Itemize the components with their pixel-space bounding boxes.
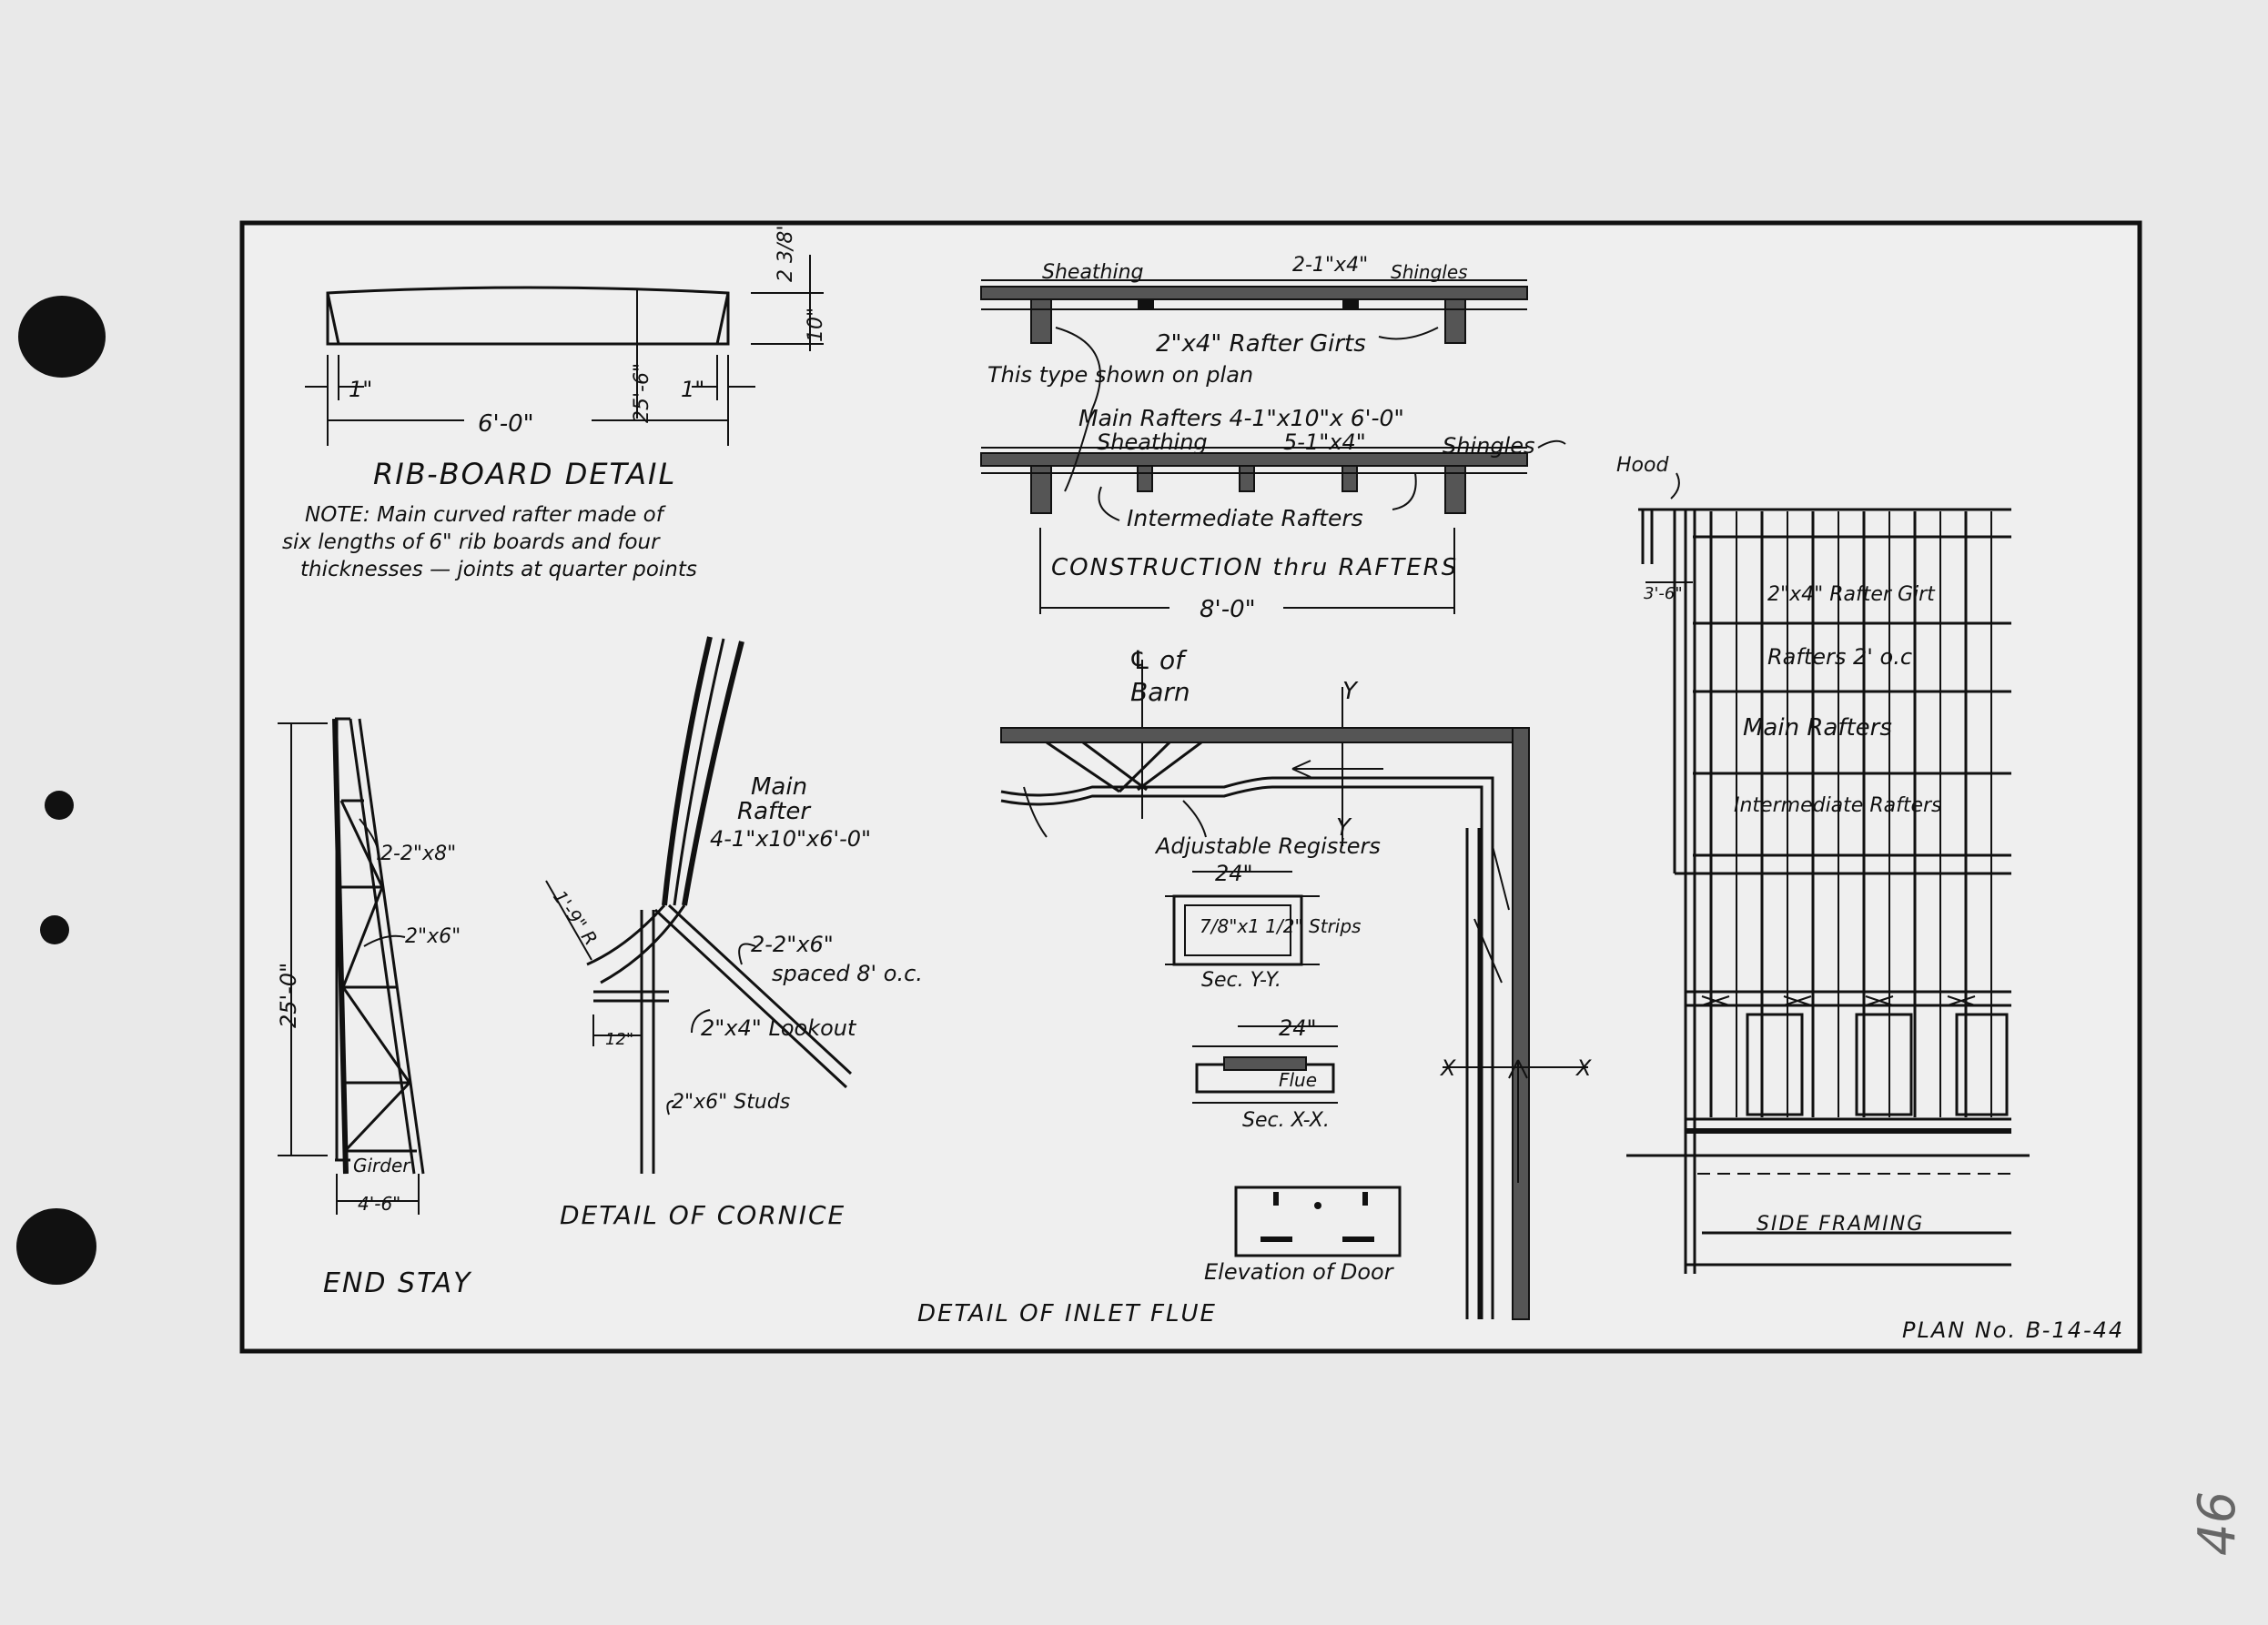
binder-hole-top [18, 296, 106, 378]
side-framing-hood: Hood [1616, 454, 1669, 477]
cornice-lookout: 2"x4" Lookout [701, 1015, 857, 1041]
end-stay-label-mid: 2"x6" [405, 925, 461, 948]
cornice-braces: 2-2"x6" [751, 932, 834, 957]
inlet-flue-flue: Flue [1279, 1069, 1317, 1091]
side-framing-offset: 3'-6" [1644, 584, 1683, 603]
cornice-offset: 12" [605, 1030, 633, 1049]
inlet-flue-centerline-2: Barn [1130, 677, 1190, 707]
rafters-type-note: This type shown on plan [987, 362, 1253, 388]
end-stay-title: END STAY [323, 1267, 472, 1299]
cornice-main-rafter: Main [751, 773, 807, 801]
binder-hole-mark-1 [45, 791, 74, 820]
cornice-main-rafter-size: 4-1"x10"x6'-0" [710, 826, 871, 852]
inlet-flue-title: DETAIL OF INLET FLUE [917, 1300, 1217, 1327]
side-framing-rafters [1709, 511, 1992, 1117]
inlet-flue-sec-mark-y: Y [1342, 678, 1359, 705]
end-stay-detail: 2-2"x8" 2"x6" Girder 25'-0" 4'-6" END ST… [276, 717, 472, 1299]
rib-board-dim-radius: 25'-6" [631, 363, 653, 423]
rib-board-detail: 6'-0" 25'-6" 1" 1" 10" 2 3/8" RIB-BOARD … [282, 221, 827, 581]
rafters-section: Sheathing 2-1"x4" Shingles 2"x4" Rafter … [980, 254, 1566, 623]
cornice-detail: Main Rafter 4-1"x10"x6'-0" 1'-9" R 2-2"x… [545, 636, 923, 1230]
end-stay-label-girder: Girder [353, 1155, 411, 1176]
rib-board-note-line-1: NOTE: Main curved rafter made of [305, 503, 666, 527]
rib-board-note-line-3: thicknesses — joints at quarter points [300, 558, 697, 581]
plan-number: PLAN No. B-14-44 [1902, 1317, 2124, 1343]
inlet-flue-strips: 7/8"x1 1/2" Strips [1200, 915, 1361, 937]
side-framing-main: Main Rafters [1743, 714, 1892, 742]
rib-board-dim-length: 6'-0" [478, 410, 534, 438]
inlet-flue-sec-xx: Sec. X-X. [1242, 1109, 1330, 1132]
end-stay-dim-width: 4'-6" [358, 1193, 400, 1215]
rafters-girts: 2"x4" Rafter Girts [1156, 330, 1366, 358]
rafters-top-shingles: Shingles [1391, 261, 1468, 283]
end-stay-label-top: 2-2"x8" [380, 843, 456, 865]
cornice-title: DETAIL OF CORNICE [560, 1200, 845, 1230]
rib-board-dim-right-end: 1" [681, 377, 704, 402]
binder-hole-bottom [16, 1208, 96, 1285]
rib-board-dim-rise: 2 3/8" [775, 221, 797, 282]
rafters-title: CONSTRUCTION thru RAFTERS [1051, 554, 1458, 581]
rib-board-title: RIB-BOARD DETAIL [373, 457, 676, 491]
rafters-bot-boards: 5-1"x4" [1283, 429, 1366, 455]
rafters-bot-sheathing: Sheathing [1097, 429, 1208, 455]
cornice-main-rafter-2: Rafter [737, 798, 812, 825]
rafters-intermediate: Intermediate Rafters [1127, 505, 1363, 531]
side-framing-title: SIDE FRAMING [1757, 1213, 1924, 1236]
cornice-studs: 2"x6" Studs [672, 1091, 790, 1114]
cornice-spacing: spaced 8' o.c. [772, 961, 923, 986]
inlet-flue-sec-mark-x2: X [1574, 1055, 1592, 1081]
rafters-bot-shingles: Shingles [1443, 433, 1535, 459]
inlet-flue-sec-yy-width: 24" [1215, 861, 1253, 886]
side-framing-girt: 2"x4" Rafter Girt [1767, 583, 1936, 606]
page-number: 46 [2188, 1491, 2247, 1556]
rafters-top-sheathing: Sheathing [1042, 261, 1144, 284]
rib-board-note-line-2: six lengths of 6" rib boards and four [282, 530, 661, 554]
inlet-flue-centerline: ℄ of [1129, 645, 1188, 675]
end-stay-dim-height: 25'-0" [276, 963, 301, 1028]
rib-board-dim-height: 10" [805, 308, 827, 342]
binder-holes [16, 296, 106, 1285]
rafters-main: Main Rafters 4-1"x10"x 6'-0" [1078, 405, 1404, 431]
inlet-flue-door: Elevation of Door [1204, 1259, 1395, 1285]
inlet-flue-sec-mark-y2: Y [1336, 814, 1352, 842]
rafters-top-boards: 2-1"x4" [1292, 254, 1368, 277]
rafters-dim-width: 8'-0" [1200, 596, 1256, 623]
side-framing-intermediate: Intermediate Rafters [1734, 794, 1942, 817]
inlet-flue-sec-xx-width: 24" [1279, 1015, 1317, 1041]
binder-hole-mark-2 [40, 915, 69, 944]
rib-board-dim-left-end: 1" [349, 377, 372, 402]
inlet-flue-registers: Adjustable Registers [1154, 833, 1381, 859]
inlet-flue-sec-yy: Sec. Y-Y. [1201, 969, 1281, 992]
inlet-flue-sec-mark-x: X [1439, 1055, 1456, 1081]
side-framing: Hood 3'-6" 2"x4" Rafter Girt Rafters 2' … [1616, 454, 2030, 1274]
side-framing-rafter-spacing: Rafters 2' o.c. [1767, 644, 1919, 670]
inlet-flue-detail: ℄ of Barn Y Y Adjustable Registers 24" 7… [917, 645, 1592, 1327]
